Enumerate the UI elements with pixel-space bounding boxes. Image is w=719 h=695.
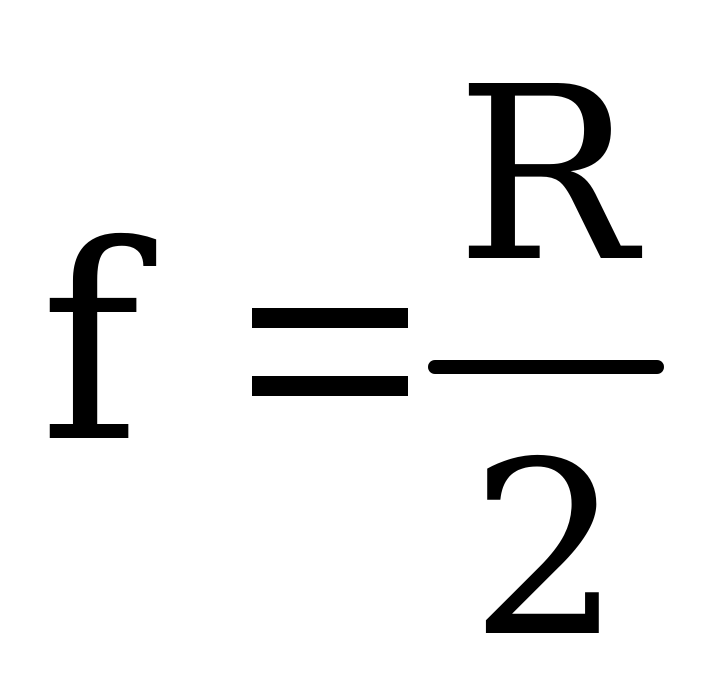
fraction-numerator: R (455, 35, 637, 315)
equation-lhs: f (40, 187, 140, 502)
fraction-bar (428, 360, 664, 374)
equals-sign (252, 308, 408, 396)
equals-top-bar (252, 308, 408, 328)
equals-bottom-bar (252, 376, 408, 396)
fraction-denominator: 2 (469, 410, 623, 690)
